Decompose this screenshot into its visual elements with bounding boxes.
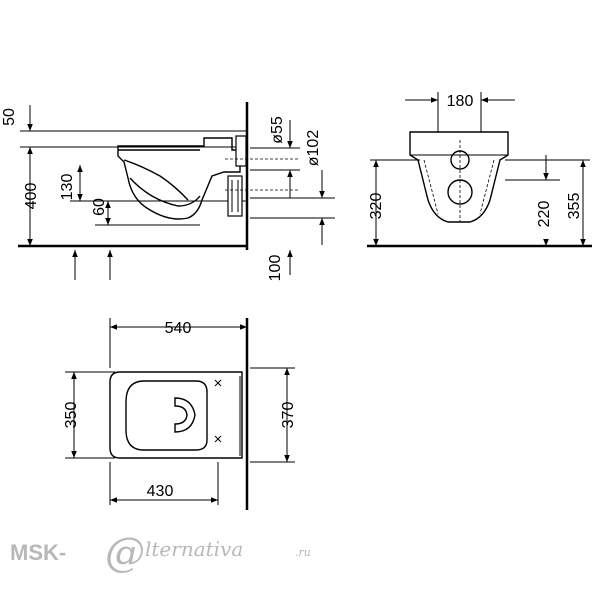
watermark-script: lternativa <box>145 537 243 561</box>
dim-60: 60 <box>91 198 108 216</box>
dim-355: 355 <box>566 193 583 220</box>
dim-100: 100 <box>267 255 284 282</box>
top-view: 540 350 370 430 <box>63 318 297 510</box>
side-view: 50 400 130 60 ø55 <box>1 102 335 281</box>
watermark-logo: MSK- @ lternativa .ru <box>10 530 311 576</box>
dim-220: 220 <box>536 201 553 228</box>
toilet-side-profile <box>117 137 241 220</box>
svg-text:MSK-: MSK- <box>10 540 66 565</box>
watermark-suffix: .ru <box>295 546 311 559</box>
dim-540: 540 <box>165 320 192 337</box>
dim-50: 50 <box>1 108 18 126</box>
dim-350: 350 <box>63 402 80 429</box>
dim-430: 430 <box>147 483 174 500</box>
dim-180: 180 <box>447 93 474 110</box>
dim-370: 370 <box>280 402 297 429</box>
dim-320: 320 <box>368 193 385 220</box>
dim-400: 400 <box>23 183 40 210</box>
watermark-at: @ <box>105 530 145 576</box>
watermark-prefix: MSK- <box>10 540 66 565</box>
dim-diameter-55: ø55 <box>269 116 286 144</box>
dim-130: 130 <box>59 174 76 201</box>
toilet-front-profile <box>409 131 509 223</box>
toilet-top-profile <box>109 371 243 459</box>
front-view: 180 320 220 355 <box>367 92 592 248</box>
dim-diameter-102: ø102 <box>305 130 322 167</box>
